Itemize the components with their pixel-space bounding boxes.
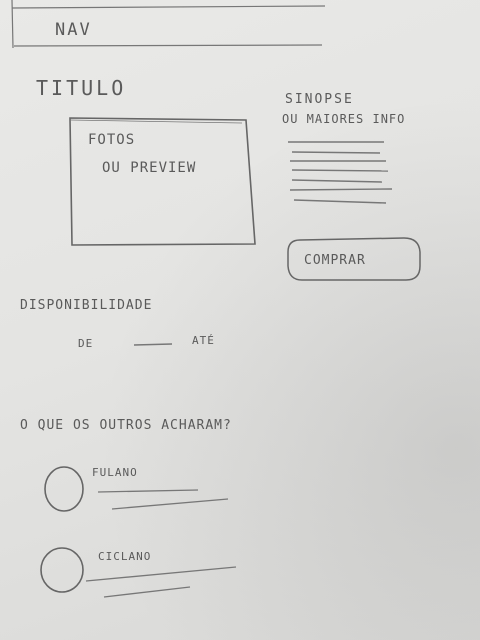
photo-preview-box <box>69 117 256 246</box>
reviewer-avatar-2 <box>40 547 84 593</box>
synopsis-label-2: OU MAIORES INFO <box>282 112 406 126</box>
nav-bar-bottom-line <box>13 44 323 47</box>
synopsis-line-6 <box>289 188 393 191</box>
buy-button-outline <box>287 237 421 281</box>
reviewer-1-line-2 <box>111 498 229 510</box>
photo-preview-label-2: OU PREVIEW <box>102 160 197 176</box>
reviewer-2-line-2 <box>103 586 191 598</box>
photo-preview-label-1: FOTOS <box>88 132 136 148</box>
date-range-dash <box>133 343 173 346</box>
availability-to-label: ATÉ <box>192 334 215 347</box>
synopsis-label-1: SINOPSE <box>285 92 354 107</box>
reviewer-2-line-1 <box>85 566 237 582</box>
buy-button-label: COMPRAR <box>304 253 366 268</box>
nav-bar-left-line <box>11 0 14 49</box>
availability-from-label: DE <box>78 337 94 350</box>
nav-bar-top-line <box>11 5 326 9</box>
reviewer-avatar-1 <box>44 466 84 512</box>
synopsis-line-2 <box>291 151 381 154</box>
reviewer-1-name: FULANO <box>92 466 138 479</box>
availability-heading: DISPONIBILIDADE <box>20 298 153 313</box>
synopsis-line-5 <box>291 179 383 183</box>
reviewer-1-line-1 <box>97 489 199 493</box>
nav-label: NAV <box>55 20 92 40</box>
reviewer-2-name: CICLANO <box>98 550 152 563</box>
page-title: TITULO <box>36 76 127 100</box>
synopsis-line-4 <box>291 169 389 172</box>
reviews-heading: O QUE OS OUTROS ACHARAM? <box>20 418 232 433</box>
synopsis-line-7 <box>293 199 387 204</box>
